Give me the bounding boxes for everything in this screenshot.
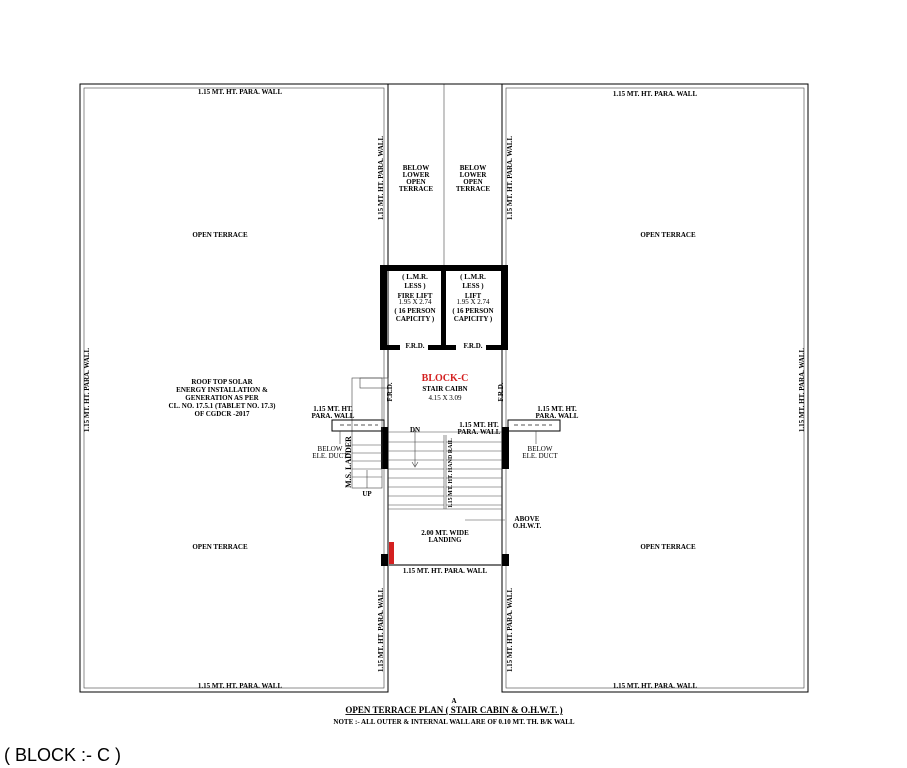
svg-text:1.15 MT. HT.: 1.15 MT. HT. xyxy=(459,421,499,429)
lift-label: ( L.M.R. LESS ) LIFT 1.95 X 2.74 ( 16 PE… xyxy=(452,273,493,350)
ms-ladder xyxy=(351,377,389,489)
section-mark: A xyxy=(451,697,456,705)
electric-duct-left xyxy=(331,419,385,432)
right-terrace xyxy=(501,83,809,693)
svg-text:ABOVE: ABOVE xyxy=(515,515,540,523)
block-label: BLOCK-C xyxy=(422,373,469,384)
open-terrace-label: OPEN TERRACE xyxy=(192,231,248,239)
lift-core xyxy=(380,265,508,350)
svg-text:ELE. DUCT: ELE. DUCT xyxy=(312,452,348,460)
block-caption: ( BLOCK :- C ) xyxy=(4,745,122,765)
svg-text:1.95 X 2.74: 1.95 X 2.74 xyxy=(398,298,432,306)
svg-text:ELE. DUCT: ELE. DUCT xyxy=(522,452,558,460)
svg-text:LESS ): LESS ) xyxy=(404,282,426,290)
svg-text:LIFT: LIFT xyxy=(465,292,482,300)
hand-rail-label: 1.15 MT. HT. HAND RAIL xyxy=(448,438,454,508)
svg-text:2.00 MT. WIDE: 2.00 MT. WIDE xyxy=(421,529,469,537)
para-wall-label: 1.15 MT. HT. PARA. WALL xyxy=(377,588,385,673)
up-label: UP xyxy=(362,490,372,498)
para-wall-label: 1.15 MT. HT. PARA. WALL xyxy=(613,682,698,690)
fire-lift-label: ( L.M.R. LESS ) FIRE LIFT 1.95 X 2.74 ( … xyxy=(394,273,435,350)
svg-text:BELOW: BELOW xyxy=(403,164,429,172)
svg-text:PARA. WALL: PARA. WALL xyxy=(312,412,355,420)
svg-text:BELOW: BELOW xyxy=(318,445,343,453)
para-wall-label: 1.15 MT. HT. PARA. WALL xyxy=(506,588,514,673)
stair-size-label: 4.15 X 3.09 xyxy=(428,394,462,402)
svg-text:ROOF TOP SOLAR: ROOF TOP SOLAR xyxy=(191,378,253,386)
svg-text:PARA. WALL: PARA. WALL xyxy=(536,412,579,420)
frd-label: F.R.D. xyxy=(386,382,394,401)
svg-text:ENERGY INSTALLATION &: ENERGY INSTALLATION & xyxy=(176,386,268,394)
svg-text:F.R.D.: F.R.D. xyxy=(406,342,425,350)
red-marker xyxy=(389,542,394,564)
svg-text:BELOW: BELOW xyxy=(528,445,553,453)
svg-text:LANDING: LANDING xyxy=(428,536,462,544)
svg-text:OPEN: OPEN xyxy=(406,178,425,186)
svg-text:CAPICITY ): CAPICITY ) xyxy=(454,315,493,323)
svg-text:F.R.D.: F.R.D. xyxy=(464,342,483,350)
svg-text:LOWER: LOWER xyxy=(403,171,431,179)
svg-text:( L.M.R.: ( L.M.R. xyxy=(402,273,428,281)
svg-text:( L.M.R.: ( L.M.R. xyxy=(460,273,486,281)
below-lower-terrace-right: BELOW LOWER OPEN TERRACE xyxy=(456,164,491,193)
para-wall-label: 1.15 MT. HT. PARA. WALL xyxy=(798,348,806,433)
stair-cabin-label: STAIR CAIBN xyxy=(422,385,467,393)
para-wall-label: 1.15 MT. HT. PARA. WALL xyxy=(83,348,91,433)
svg-text:CL. NO. 17.5.1 (TABLET NO. 17.: CL. NO. 17.5.1 (TABLET NO. 17.3) xyxy=(169,402,277,410)
svg-text:TERRACE: TERRACE xyxy=(399,185,434,193)
svg-text:O.H.W.T.: O.H.W.T. xyxy=(513,522,542,530)
svg-text:BELOW: BELOW xyxy=(460,164,486,172)
electric-duct-right xyxy=(507,419,561,432)
svg-text:PARA. WALL: PARA. WALL xyxy=(458,428,501,436)
labels: 1.15 MT. HT. PARA. WALL 1.15 MT. HT. PAR… xyxy=(83,88,806,726)
svg-text:OPEN: OPEN xyxy=(463,178,482,186)
svg-text:OF CGDCR -2017: OF CGDCR -2017 xyxy=(195,410,250,418)
svg-text:1.95 X 2.74: 1.95 X 2.74 xyxy=(456,298,490,306)
para-wall-label: 1.15 MT. HT. PARA. WALL xyxy=(613,90,698,98)
svg-text:CAPICITY ): CAPICITY ) xyxy=(396,315,435,323)
para-wall-label: 1.15 MT. HT. PARA. WALL xyxy=(198,682,283,690)
open-terrace-label: OPEN TERRACE xyxy=(192,543,248,551)
open-terrace-label: OPEN TERRACE xyxy=(640,543,696,551)
svg-text:FIRE LIFT: FIRE LIFT xyxy=(398,292,433,300)
stair-flight xyxy=(388,430,505,521)
svg-text:TERRACE: TERRACE xyxy=(456,185,491,193)
para-wall-label: 1.15 MT. HT. PARA. WALL xyxy=(506,136,514,221)
svg-text:1.15 MT. HT.: 1.15 MT. HT. xyxy=(537,405,577,413)
para-wall-label: 1.15 MT. HT. PARA. WALL xyxy=(198,88,283,96)
ladder-label: M.S. LADDER xyxy=(344,436,353,488)
drawing-note: NOTE :- ALL OUTER & INTERNAL WALL ARE OF… xyxy=(333,718,574,726)
below-lower-terrace-left: BELOW LOWER OPEN TERRACE xyxy=(399,164,434,193)
svg-text:1.15 MT. HT.: 1.15 MT. HT. xyxy=(313,405,353,413)
svg-text:( 16 PERSON: ( 16 PERSON xyxy=(394,307,435,315)
dn-label: DN xyxy=(410,426,420,434)
open-terrace-label: OPEN TERRACE xyxy=(640,231,696,239)
para-wall-label: 1.15 MT. HT. PARA. WALL xyxy=(377,136,385,221)
svg-text:LOWER: LOWER xyxy=(460,171,488,179)
para-wall-label: 1.15 MT. HT. PARA. WALL xyxy=(403,567,488,575)
svg-text:GENERATION AS PER: GENERATION AS PER xyxy=(185,394,259,402)
drawing-title: OPEN TERRACE PLAN ( STAIR CABIN & O.H.W.… xyxy=(345,705,562,715)
solar-note: ROOF TOP SOLAR ENERGY INSTALLATION & GEN… xyxy=(169,378,277,418)
svg-text:LESS ): LESS ) xyxy=(462,282,484,290)
frd-label: F.R.D. xyxy=(497,382,505,401)
svg-text:( 16 PERSON: ( 16 PERSON xyxy=(452,307,493,315)
